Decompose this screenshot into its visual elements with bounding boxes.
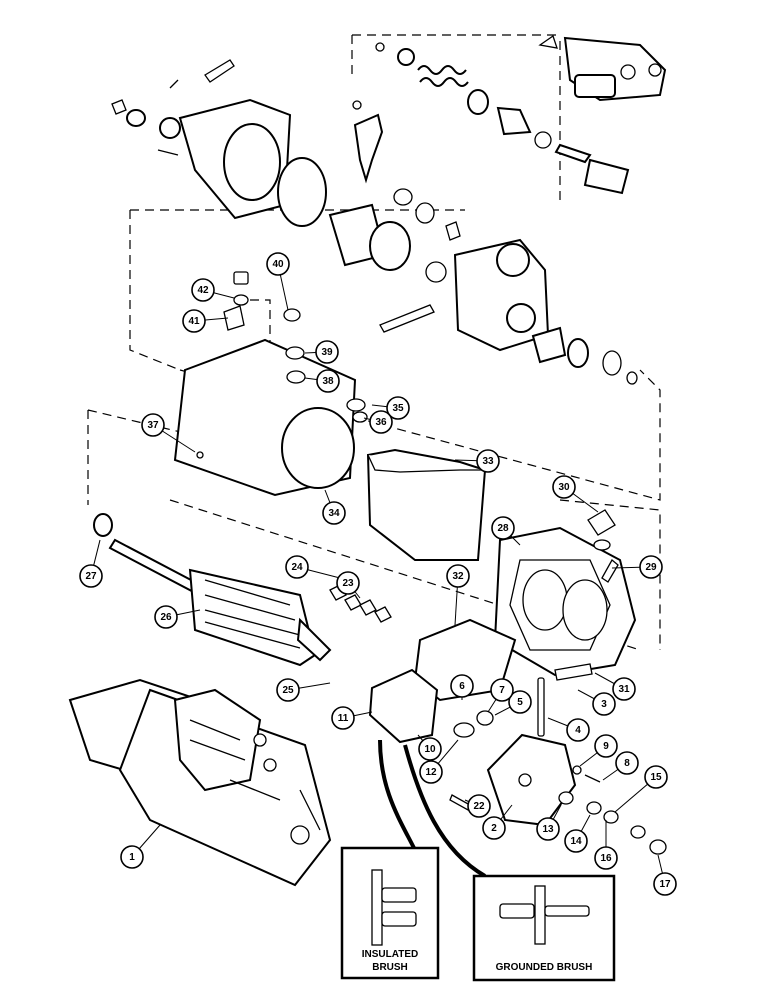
callout-number: 7 (499, 685, 505, 696)
callout-number: 28 (497, 523, 509, 534)
plunger-spring-parts (375, 42, 630, 195)
callout-31: 31 (612, 677, 636, 701)
callout-38: 38 (316, 369, 340, 393)
callout-16: 16 (594, 846, 618, 870)
callout-number: 23 (342, 578, 354, 589)
assembled-starter (68, 678, 332, 887)
callout-22: 22 (467, 794, 491, 818)
callout-number: 37 (147, 420, 159, 431)
callout-27: 27 (79, 564, 103, 588)
callout-number: 33 (482, 456, 494, 467)
callout-8: 8 (615, 751, 639, 775)
callout-number: 5 (517, 697, 523, 708)
callout-13: 13 (536, 817, 560, 841)
callout-number: 34 (328, 508, 340, 519)
callout-6: 6 (450, 674, 474, 698)
callout-number: 10 (424, 744, 436, 755)
callout-32: 32 (446, 564, 470, 588)
callout-35: 35 (386, 396, 410, 420)
callout-number: 2 (491, 823, 497, 834)
callout-number: 17 (659, 879, 671, 890)
callout-29: 29 (639, 555, 663, 579)
callout-12: 12 (419, 760, 443, 784)
callout-number: 8 (624, 758, 630, 769)
callout-9: 9 (594, 734, 618, 758)
callout-number: 32 (452, 571, 464, 582)
callout-39: 39 (315, 340, 339, 364)
armature (93, 513, 332, 667)
grounded-brush-inset: GROUNDED BRUSH (472, 874, 616, 982)
callout-7: 7 (490, 678, 514, 702)
callout-40: 40 (266, 252, 290, 276)
callout-number: 4 (575, 725, 581, 736)
callout-number: 26 (160, 612, 172, 623)
callout-30: 30 (552, 475, 576, 499)
field-coils (413, 509, 637, 702)
insulated-caption-line1: INSULATED (362, 949, 418, 960)
callout-number: 39 (321, 347, 333, 358)
callout-number: 35 (392, 403, 404, 414)
callout-25: 25 (276, 678, 300, 702)
callout-number: 30 (558, 482, 570, 493)
callout-1: 1 (120, 845, 144, 869)
callout-37: 37 (141, 413, 165, 437)
callout-34: 34 (322, 501, 346, 525)
callout-number: 16 (600, 853, 612, 864)
callout-26: 26 (154, 605, 178, 629)
callout-23: 23 (336, 571, 360, 595)
callout-33: 33 (476, 449, 500, 473)
callout-number: 13 (542, 824, 554, 835)
drive-end-housing (111, 59, 327, 227)
insulated-brush-inset: INSULATED BRUSH (340, 846, 440, 980)
callout-3: 3 (592, 692, 616, 716)
callout-10: 10 (418, 737, 442, 761)
callout-number: 11 (338, 713, 349, 724)
callout-number: 25 (282, 685, 294, 696)
callout-5: 5 (508, 690, 532, 714)
brushes (329, 584, 392, 623)
center-housing (379, 238, 638, 385)
commutator-end-parts (368, 668, 667, 855)
callout-number: 24 (291, 562, 303, 573)
callout-number: 6 (459, 681, 465, 692)
callout-number: 42 (197, 285, 209, 296)
callout-11: 11 (331, 706, 355, 730)
callout-36: 36 (369, 410, 393, 434)
callout-number: 29 (645, 562, 657, 573)
callout-number: 36 (375, 417, 387, 428)
solenoid-assembly (538, 34, 667, 102)
callout-42: 42 (191, 278, 215, 302)
callout-15: 15 (644, 765, 668, 789)
callout-number: 38 (322, 376, 334, 387)
callout-number: 3 (601, 699, 607, 710)
insulated-caption-line2: BRUSH (372, 962, 408, 973)
callout-number: 31 (618, 684, 630, 695)
callout-number: 12 (425, 767, 437, 778)
callout-17: 17 (653, 872, 677, 896)
grounded-caption: GROUNDED BRUSH (496, 962, 593, 973)
callout-number: 1 (129, 852, 135, 863)
callout-number: 27 (85, 571, 97, 582)
callout-number: 22 (473, 801, 485, 812)
callout-number: 14 (570, 836, 582, 847)
callout-number: 41 (188, 316, 200, 327)
grounded-brush-wire (403, 744, 487, 878)
callout-number: 40 (272, 259, 284, 270)
callout-2: 2 (482, 816, 506, 840)
callout-41: 41 (182, 309, 206, 333)
callout-number: 9 (603, 741, 609, 752)
shift-lever-and-pinion (328, 100, 461, 271)
callout-number: 15 (650, 772, 662, 783)
terminal-hardware (223, 271, 368, 423)
insulated-brush-wire (378, 739, 417, 851)
callout-28: 28 (491, 516, 515, 540)
callout-24: 24 (285, 555, 309, 579)
callout-4: 4 (566, 718, 590, 742)
callout-14: 14 (564, 829, 588, 853)
